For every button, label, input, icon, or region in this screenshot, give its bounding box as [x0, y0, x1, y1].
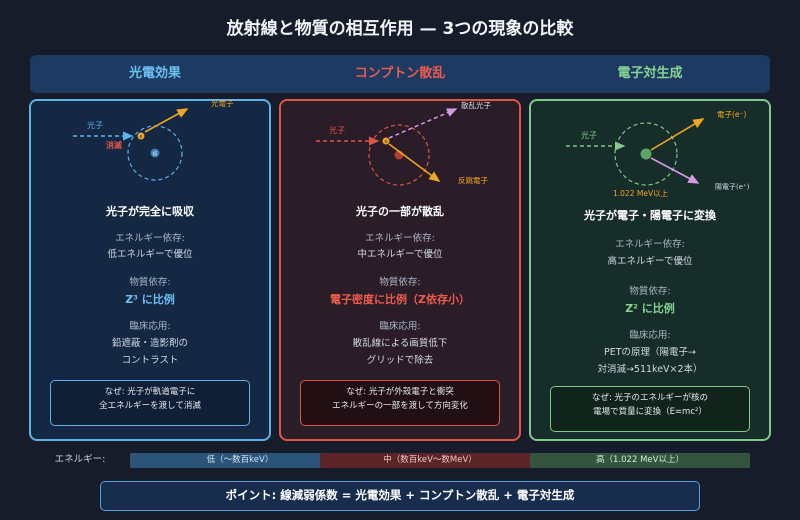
clinical-label: 臨床応用:	[129, 321, 171, 332]
clinical-line-2: 対消滅→511keV×2本）	[597, 364, 703, 375]
why-line-1: なぜ: 光子が軌道電子に	[104, 387, 196, 397]
scattered-photon-arrow	[388, 108, 458, 139]
energy-dependence-label: エネルギー依存:	[115, 233, 185, 244]
energy-dependence-label: エネルギー依存:	[615, 239, 685, 250]
recoil-electron-arrow	[388, 143, 441, 182]
panel-photoelectric: 核 光子 消滅 e 光電子 光子が完全に吸収 エネルギー依存: 低エネルギーで優…	[29, 98, 271, 441]
photoelectron-label: 光電子	[211, 98, 234, 108]
photoelectric-headline: 光子が完全に吸収	[106, 205, 194, 218]
nucleus	[150, 148, 160, 158]
electron	[382, 137, 390, 145]
why-line-1: なぜ: 光子が外殻電子と衝突	[346, 387, 454, 397]
material-dependence-value: Z³ に比例	[125, 293, 175, 306]
clinical-line-2: グリッドで除去	[366, 355, 434, 366]
key-point-box: ポイント: 線減弱係数 = 光電効果 + コンプトン散乱 + 電子対生成	[100, 481, 700, 511]
energy-bar-high: 高（1.022 MeV以上）	[530, 453, 750, 468]
energy-dependence-value: 高エネルギーで優位	[607, 256, 693, 267]
why-box-pair-production: なぜ: 光子のエネルギーが核の 電場で質量に変換（E=mc²）	[550, 386, 750, 432]
electron-symbol: e	[139, 134, 142, 140]
photon-label: 光子	[581, 130, 597, 140]
energy-row: エネルギー: 低（～数百keV） 中（数百keV～数MeV） 高（1.022 M…	[30, 450, 770, 470]
electron-symbol: e	[384, 139, 387, 145]
why-box-compton: なぜ: 光子が外殻電子と衝突 エネルギーの一部を渡して方向変化	[300, 380, 500, 426]
photon-label: 光子	[87, 120, 103, 130]
threshold-label: 1.022 MeV以上	[613, 189, 669, 198]
header-pair-production: 電子対生成	[617, 66, 683, 81]
scattered-photon-label: 散乱光子	[461, 100, 491, 110]
nucleus	[640, 148, 652, 160]
compton-diagram: 光子 e 散乱光子 反跳電子	[316, 100, 491, 186]
why-line-1: なぜ: 光子のエネルギーが核の	[591, 393, 709, 403]
clinical-label: 臨床応用:	[379, 321, 421, 332]
photon-label: 光子	[329, 125, 345, 135]
atom-orbit	[614, 122, 678, 186]
energy-bar-low: 低（～数百keV）	[130, 453, 350, 468]
header-photoelectric: 光電効果	[128, 66, 181, 81]
why-line-2: エネルギーの一部を渡して方向変化	[332, 400, 468, 411]
photoelectric-diagram: 核 光子 消滅 e 光電子	[73, 98, 234, 181]
material-dependence-value: 電子密度に比例（Z依存小）	[330, 293, 470, 306]
clinical-line-1: 鉛遮蔽・造影剤の	[111, 338, 188, 349]
energy-dependence-label: エネルギー依存:	[365, 233, 435, 244]
energy-dependence-value: 中エネルギーで優位	[357, 249, 443, 260]
material-dependence-label: 物質依存:	[379, 277, 421, 288]
material-dependence-label: 物質依存:	[629, 286, 671, 297]
header-bar: 光電効果 コンプトン散乱 電子対生成	[30, 55, 770, 93]
why-line-2: 電場で質量に変換（E=mc²）	[593, 406, 707, 417]
why-box-photoelectric: なぜ: 光子が軌道電子に 全エネルギーを渡して消滅	[50, 380, 250, 426]
pair-production-diagram: 光子 電子(e⁻) 陽電子(e⁺) 1.022 MeV以上	[566, 110, 750, 198]
positron-label: 陽電子(e⁺)	[715, 182, 750, 191]
panel-pair-production: 光子 電子(e⁻) 陽電子(e⁺) 1.022 MeV以上 光子が電子・陽電子に…	[529, 99, 771, 441]
pair-production-headline: 光子が電子・陽電子に変換	[584, 209, 716, 222]
compton-headline: 光子の一部が散乱	[356, 205, 444, 218]
header-compton: コンプトン散乱	[354, 66, 446, 81]
electron-arrow	[650, 118, 705, 151]
energy-dependence-value: 低エネルギーで優位	[107, 249, 193, 260]
clinical-line-1: 散乱線による画質低下	[352, 338, 448, 349]
annihilate-label: 消滅	[106, 140, 122, 150]
photoelectron-arrow	[144, 108, 189, 133]
energy-row-label: エネルギー:	[54, 454, 106, 465]
electron	[137, 132, 145, 140]
why-line-2: 全エネルギーを渡して消滅	[99, 400, 201, 411]
clinical-label: 臨床応用:	[629, 330, 671, 341]
panel-compton: 光子 e 散乱光子 反跳電子 光子の一部が散乱 エネルギー依存: 中エネルギーで…	[279, 99, 521, 441]
material-dependence-label: 物質依存:	[129, 277, 171, 288]
electron-label: 電子(e⁻)	[717, 110, 746, 119]
recoil-electron-label: 反跳電子	[458, 175, 488, 185]
energy-bar-mid: 中（数百keV～数MeV）	[320, 453, 540, 468]
positron-arrow	[650, 157, 700, 184]
clinical-line-1: PETの原理（陽電子→	[604, 347, 696, 358]
atom-orbit	[368, 124, 430, 186]
nucleus-label: 核	[152, 151, 157, 158]
clinical-line-2: コントラスト	[121, 355, 179, 366]
page-title: 放射線と物質の相互作用 — 3つの現象の比較	[226, 19, 574, 39]
material-dependence-value: Z² に比例	[625, 302, 675, 315]
